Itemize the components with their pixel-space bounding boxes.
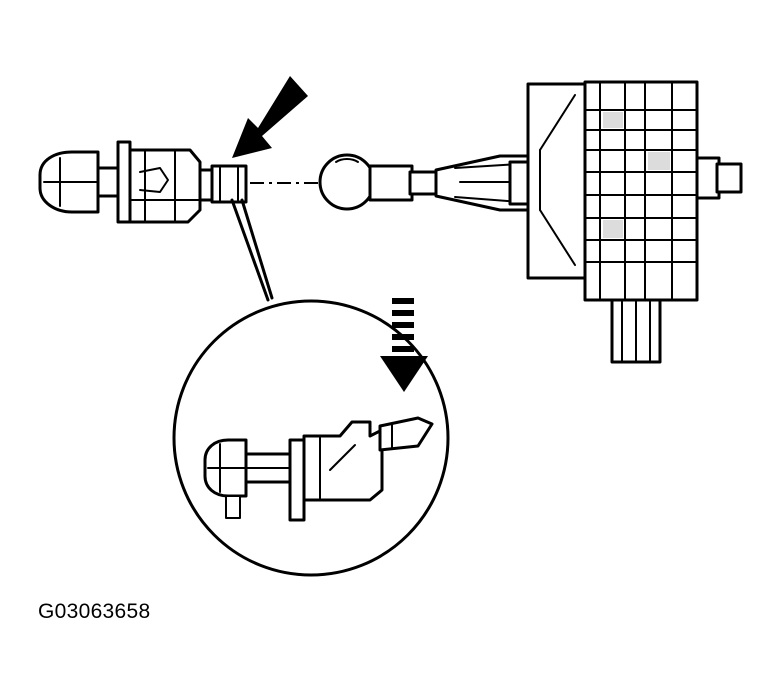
dashed-arrow-icon: [380, 298, 428, 392]
ball-stud: [318, 153, 440, 211]
connector-assembly: [38, 140, 248, 224]
figure-code: G03063658: [38, 600, 151, 623]
shaft: [434, 154, 542, 212]
actuator-body: [526, 80, 743, 364]
magnify-circle-icon: [172, 298, 450, 577]
leader-lines: [230, 198, 274, 302]
arrow-pointer-icon: [232, 76, 308, 158]
